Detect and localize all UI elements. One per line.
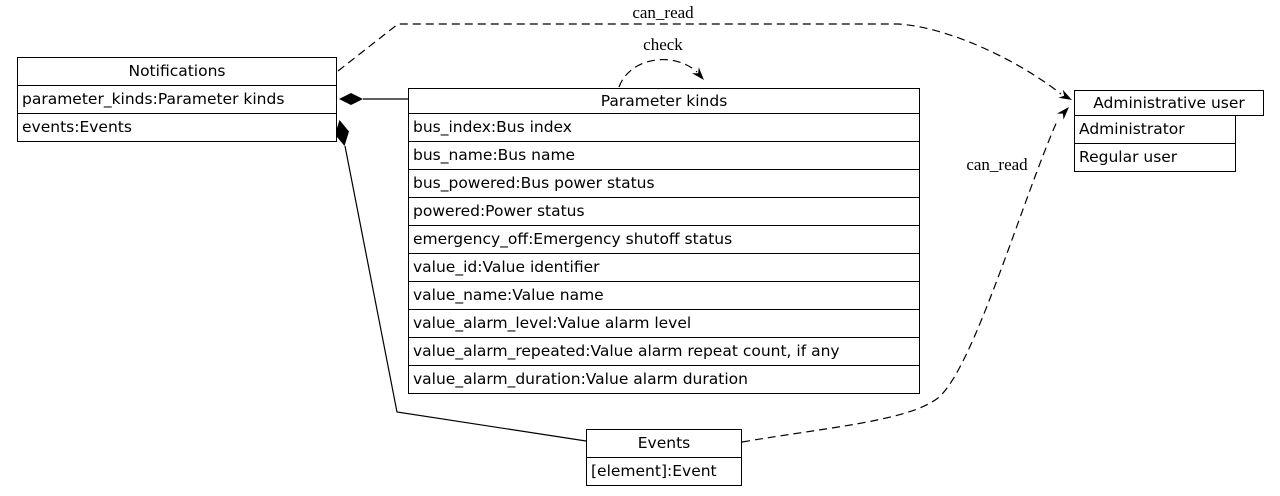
- edge-label-can-read-bottom: can_read: [966, 155, 1028, 174]
- node-parameter-kinds-field-powered: powered:Power status: [408, 197, 920, 226]
- node-notifications-field-parameter-kinds: parameter_kinds:Parameter kinds: [17, 85, 337, 114]
- node-administrative-user-title: Administrative user: [1074, 90, 1264, 116]
- edge-label-check: check: [643, 35, 683, 54]
- node-events-field-element: [element]:Event: [586, 457, 742, 486]
- node-notifications-field-events: events:Events: [17, 113, 337, 142]
- node-events: Events [element]:Event: [586, 429, 742, 486]
- aggregation-diamond-events: [335, 120, 349, 146]
- node-administrative-user-row-administrator: Administrator: [1074, 115, 1236, 144]
- node-events-title: Events: [586, 429, 742, 458]
- arrowhead-canread-bottom: [1056, 107, 1069, 120]
- arrowhead-check: [692, 67, 704, 80]
- node-parameter-kinds-field-value-name: value_name:Value name: [408, 281, 920, 310]
- node-notifications-title: Notifications: [17, 57, 337, 86]
- node-parameter-kinds-field-bus-powered: bus_powered:Bus power status: [408, 169, 920, 198]
- edge-notifications-events: [344, 145, 587, 442]
- node-parameter-kinds-field-value-alarm-repeated: value_alarm_repeated:Value alarm repeat …: [408, 337, 920, 366]
- arrowhead-canread-top: [1058, 89, 1072, 100]
- edge-canread-top: [337, 23, 1062, 95]
- node-notifications: Notifications parameter_kinds:Parameter …: [17, 57, 337, 142]
- node-parameter-kinds-field-value-id: value_id:Value identifier: [408, 253, 920, 282]
- node-parameter-kinds-field-emergency-off: emergency_off:Emergency shutoff status: [408, 225, 920, 254]
- aggregation-diamond-parameterkinds: [339, 93, 363, 105]
- edge-check-selfloop: [618, 59, 698, 88]
- node-parameter-kinds-title: Parameter kinds: [408, 88, 920, 114]
- node-administrative-user-row-regular-user: Regular user: [1074, 143, 1236, 172]
- node-parameter-kinds-field-bus-index: bus_index:Bus index: [408, 113, 920, 142]
- node-parameter-kinds: Parameter kinds bus_index:Bus index bus_…: [408, 88, 920, 394]
- node-parameter-kinds-field-bus-name: bus_name:Bus name: [408, 141, 920, 170]
- node-parameter-kinds-field-value-alarm-duration: value_alarm_duration:Value alarm duratio…: [408, 365, 920, 394]
- node-parameter-kinds-field-value-alarm-level: value_alarm_level:Value alarm level: [408, 309, 920, 338]
- node-administrative-user: Administrative user Administrator Regula…: [1074, 90, 1264, 172]
- edge-label-can-read-top: can_read: [632, 3, 694, 22]
